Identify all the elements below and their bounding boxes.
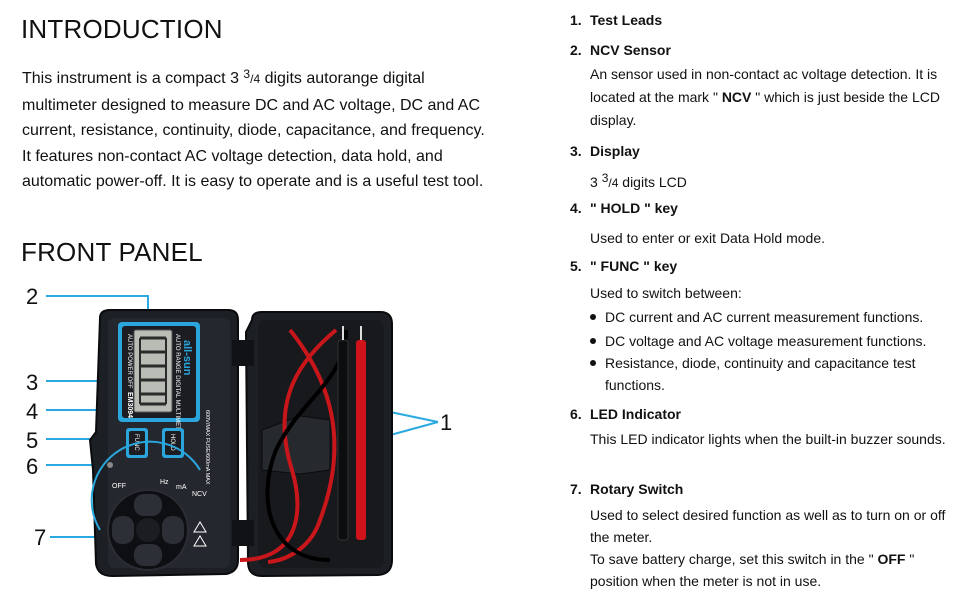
front-panel-heading: FRONT PANEL [21, 237, 203, 267]
item-3-title: 3.Display [570, 143, 640, 159]
item-2-desc: An sensor used in non-contact ac voltage… [590, 66, 940, 128]
callout-2: 2 [26, 284, 39, 309]
callout-3: 3 [26, 370, 39, 395]
intro-heading: INTRODUCTION [21, 14, 223, 44]
intro-text-start: This instrument is a compact 3 [22, 70, 244, 87]
led-indicator [107, 462, 113, 468]
off-label: OFF [112, 483, 126, 490]
item-7-desc-2: To save battery charge, set this switch … [590, 551, 915, 589]
intro-text-rest: digits autorange digital multimeter desi… [22, 70, 485, 190]
fuse-label: 600V/MAX FUSE/600mA MAX [204, 410, 210, 485]
item-3-desc: 3 3/4 digits LCD [590, 171, 687, 190]
item-7-desc: Used to select desired function as well … [590, 507, 946, 545]
item-5-desc: Used to switch between: [590, 285, 742, 301]
meter-body: AUTO POWER OFF AUTO RANGE DIGITAL MULTIM… [88, 309, 239, 578]
brand-logo: all-sun [181, 340, 193, 376]
item-4-desc: Used to enter or exit Data Hold mode. [590, 230, 826, 246]
intro-frac-num: 3 [243, 67, 251, 81]
hz-label: Hz [160, 479, 169, 486]
meter-lid [232, 311, 393, 578]
item-4-title: 4." HOLD " key [570, 200, 678, 216]
item-6-desc: This LED indicator lights when the built… [590, 431, 946, 447]
hold-key-label: HOLD [169, 434, 175, 451]
item-7-title: 7.Rotary Switch [570, 481, 684, 497]
callout-7: 7 [34, 525, 47, 550]
ncv-dial-label: NCV [192, 491, 207, 498]
intro-paragraph: This instrument is a compact 3 3/4 digit… [22, 62, 492, 195]
callout-4: 4 [26, 399, 39, 424]
item-5-bullet-1: DC current and AC current measurement fu… [590, 306, 960, 328]
lcd-digits [139, 336, 167, 406]
callout-1: 1 [440, 410, 453, 435]
intro-frac-den: /4 [250, 72, 261, 86]
item-6-title: 6.LED Indicator [570, 406, 682, 422]
item-1-title: 1.Test Leads [570, 12, 663, 28]
model-label: EM3094 [126, 392, 133, 418]
item-5-title: 5." FUNC " key [570, 258, 678, 274]
item-5-bullet-3: Resistance, diode, continuity and capaci… [590, 352, 960, 396]
auto-range-label: AUTO RANGE DIGITAL MULTIMETER [174, 334, 180, 439]
auto-power-off-label: AUTO POWER OFF [126, 334, 132, 389]
item-2-title: 2.NCV Sensor [570, 42, 671, 58]
ma-label: mA [176, 484, 187, 491]
item-5-bullet-2: DC voltage and AC voltage measurement fu… [590, 330, 960, 352]
callout-5: 5 [26, 428, 39, 453]
callout-6: 6 [26, 454, 39, 479]
